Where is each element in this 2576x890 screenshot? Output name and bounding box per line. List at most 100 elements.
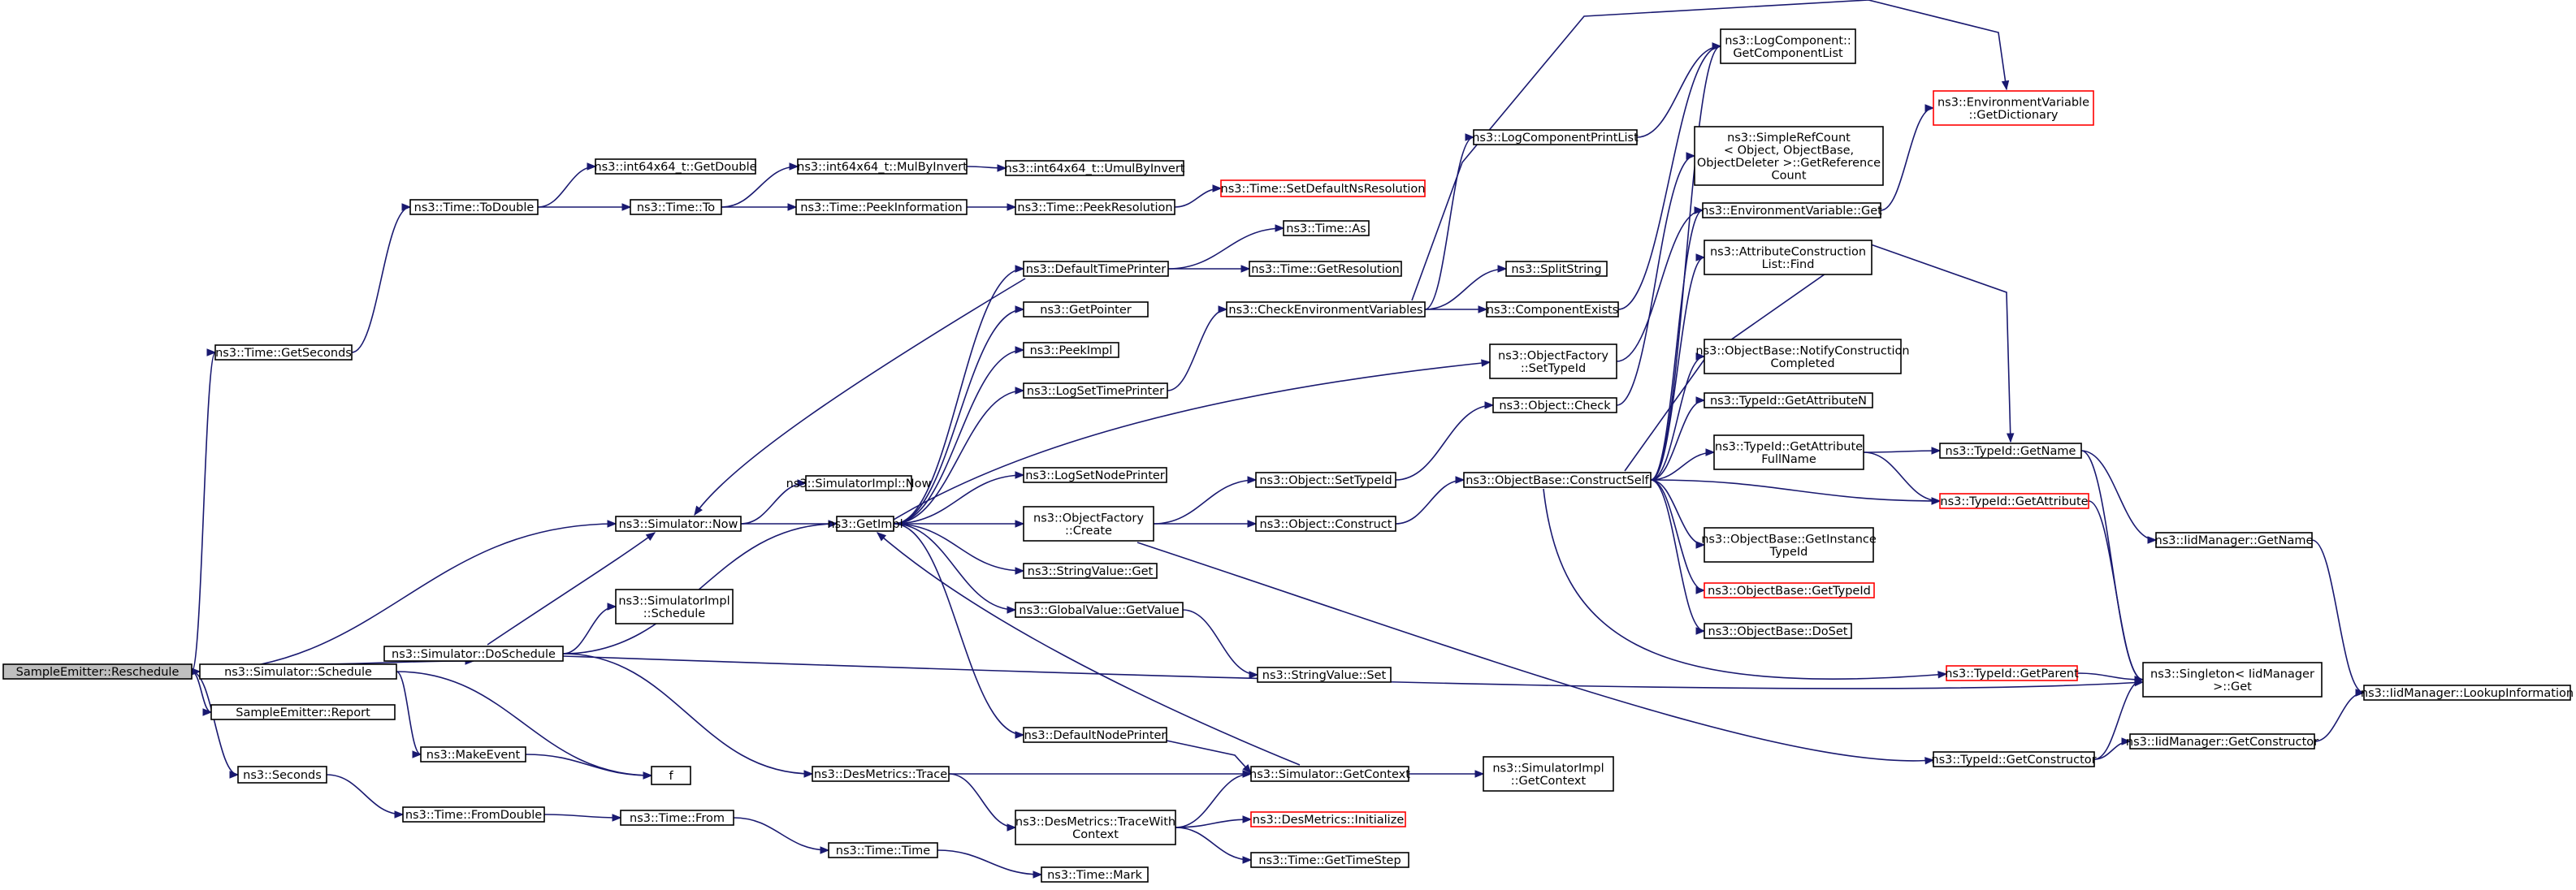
node-label: ns3::DefaultNodePrinter (1024, 729, 1167, 742)
edge-n1-to-n59 (396, 671, 653, 780)
node-box (1694, 126, 1884, 186)
node-ns3-simplerefcount-object-objectbase-objectdeleter-getreference-count[interactable]: ns3::SimpleRefCount< Object, ObjectBase,… (1694, 126, 1884, 186)
node-ns3-time-as[interactable]: ns3::Time::As (1283, 220, 1370, 236)
node-ns3-defaulttimeprinter[interactable]: ns3::DefaultTimePrinter (1023, 261, 1169, 277)
node-label: ns3::LogSetTimePrinter (1027, 385, 1164, 398)
node-ns3-simulator-schedule[interactable]: ns3::Simulator::Schedule (199, 663, 397, 680)
node-ns3-simulatorimpl-now[interactable]: ns3::SimulatorImpl::Now (786, 475, 932, 491)
node-box (237, 766, 327, 784)
node-box (1250, 852, 1409, 868)
node-ns3-makeevent[interactable]: ns3::MakeEvent (420, 746, 526, 763)
node-ns3-environmentvariable-get[interactable]: ns3::EnvironmentVariable::Get (1701, 202, 1882, 218)
node-ns3-logcomponent-getcomponentlist[interactable]: ns3::LogComponent::GetComponentList (1720, 28, 1856, 64)
node-ns3-simulatorimpl-getcontext[interactable]: ns3::SimulatorImpl::GetContext (1483, 756, 1614, 792)
node-ns3-simulatorimpl-schedule[interactable]: ns3::SimulatorImpl::Schedule (615, 589, 734, 624)
node-ns3-objectfactory-create[interactable]: ns3::ObjectFactory::Create (1023, 506, 1154, 542)
node-ns3-objectbase-notifyconstruction-completed[interactable]: ns3::ObjectBase::NotifyConstructionCompl… (1695, 339, 1910, 374)
node-label: Count (1771, 169, 1806, 182)
node-ns3-typeid-getconstructor[interactable]: ns3::TypeId::GetConstructor (1931, 751, 2097, 767)
node-ns3-stringvalue-get[interactable]: ns3::StringValue::Get (1023, 563, 1158, 579)
node-label: ns3::LogComponentPrintList (1472, 132, 1639, 145)
node-ns3-time-getresolution[interactable]: ns3::Time::GetResolution (1249, 261, 1402, 277)
node-ns3-desmetrics-trace[interactable]: ns3::DesMetrics::Trace (812, 766, 950, 782)
node-ns3-int64x64-t-mulbyinvert[interactable]: ns3::int64x64_t::MulByInvert (797, 158, 968, 175)
node-f[interactable]: f (651, 766, 691, 785)
node-ns3-time-to[interactable]: ns3::Time::To (630, 199, 722, 215)
node-ns3-objectbase-gettypeid[interactable]: ns3::ObjectBase::GetTypeId (1704, 582, 1875, 598)
node-ns3-objectfactory-settypeid[interactable]: ns3::ObjectFactory::SetTypeId (1489, 343, 1617, 379)
node-ns3-time-peekresolution[interactable]: ns3::Time::PeekResolution (1015, 199, 1175, 215)
node-ns3-time-todouble[interactable]: ns3::Time::ToDouble (409, 199, 539, 215)
node-ns3-objectbase-constructself[interactable]: ns3::ObjectBase::ConstructSelf (1463, 472, 1652, 488)
edge-n8-to-n9 (721, 162, 799, 208)
node-ns3-seconds[interactable]: ns3::Seconds (237, 766, 327, 784)
node-box (1489, 343, 1617, 379)
node-ns3-time-peekinformation[interactable]: ns3::Time::PeekInformation (795, 199, 968, 215)
node-ns3-simulator-doschedule[interactable]: ns3::Simulator::DoSchedule (383, 646, 564, 662)
node-ns3-int64x64-t-umulbyinvert[interactable]: ns3::int64x64_t::UmulByInvert (1005, 160, 1185, 176)
node-ns3-time-from[interactable]: ns3::Time::From (620, 810, 734, 826)
node-ns3-iidmanager-getname[interactable]: ns3::IidManager::GetName (2155, 532, 2314, 548)
node-ns3-simulator-getcontext[interactable]: ns3::Simulator::GetContext (1249, 766, 1410, 782)
edge-n65-to-n66 (1175, 815, 1253, 828)
node-label: ns3::Time::GetResolution (1251, 263, 1400, 276)
node-ns3-componentexists[interactable]: ns3::ComponentExists (1486, 301, 1619, 318)
node-ns3-stringvalue-set[interactable]: ns3::StringValue::Set (1257, 667, 1392, 683)
node-ns3-checkenvironmentvariables[interactable]: ns3::CheckEnvironmentVariables (1226, 301, 1426, 318)
node-sampleemitter-report[interactable]: SampleEmitter::Report (210, 704, 396, 720)
edge-n5-to-n14 (740, 479, 807, 525)
node-ns3-globalvalue-getvalue[interactable]: ns3::GlobalValue::GetValue (1015, 602, 1184, 618)
edge-n41-to-n42 (1154, 520, 1258, 528)
node-label: ns3::Time::GetTimeStep (1258, 854, 1401, 867)
node-ns3-getimpl[interactable]: ns3::GetImpl (827, 516, 903, 532)
node-ns3-typeid-getparent[interactable]: ns3::TypeId::GetParent (1945, 665, 2079, 681)
node-ns3-time-gettimestep[interactable]: ns3::Time::GetTimeStep (1250, 852, 1409, 868)
node-ns3-logsetnodeprinter[interactable]: ns3::LogSetNodePrinter (1023, 467, 1167, 483)
node-ns3-time-mark[interactable]: ns3::Time::Mark (1041, 866, 1149, 883)
node-ns3-int64x64-t-getdouble[interactable]: ns3::int64x64_t::GetDouble (594, 158, 757, 175)
node-ns3-objectbase-doset[interactable]: ns3::ObjectBase::DoSet (1704, 623, 1852, 639)
node-label: ns3::ComponentExists (1487, 304, 1619, 317)
node-ns3-object-check[interactable]: ns3::Object::Check (1492, 397, 1617, 413)
node-ns3-typeid-getattributen[interactable]: ns3::TypeId::GetAttributeN (1704, 392, 1873, 408)
node-ns3-singleton-iidmanager-get[interactable]: ns3::Singleton< IidManager>::Get (2142, 662, 2323, 698)
node-box (2, 663, 193, 680)
edge-n39-to-n49 (1650, 479, 1706, 635)
node-box (630, 199, 722, 215)
node-ns3-environmentvariable-getdictionary[interactable]: ns3::EnvironmentVariable::GetDictionary (1933, 90, 2094, 126)
node-label: ::SetTypeId (1521, 362, 1586, 375)
node-ns3-getpointer[interactable]: ns3::GetPointer (1023, 301, 1149, 318)
node-ns3-logcomponentprintlist[interactable]: ns3::LogComponentPrintList (1472, 129, 1639, 145)
node-ns3-defaultnodeprinter[interactable]: ns3::DefaultNodePrinter (1023, 727, 1167, 743)
node-ns3-splitstring[interactable]: ns3::SplitString (1505, 261, 1608, 277)
node-ns3-iidmanager-getconstructor[interactable]: ns3::IidManager::GetConstructor (2126, 733, 2318, 750)
node-box (1023, 727, 1167, 743)
node-ns3-desmetrics-initialize[interactable]: ns3::DesMetrics::Initialize (1250, 811, 1406, 827)
node-box (1702, 202, 1881, 218)
node-label: ns3::Time::As (1286, 222, 1366, 235)
node-ns3-object-construct[interactable]: ns3::Object::Construct (1255, 516, 1396, 532)
node-label: ns3::int64x64_t::UmulByInvert (1005, 162, 1185, 175)
node-label: ns3::DefaultTimePrinter (1026, 263, 1166, 276)
node-ns3-iidmanager-lookupinformation[interactable]: ns3::IidManager::LookupInformation (2361, 685, 2574, 701)
node-ns3-time-getseconds[interactable]: ns3::Time::GetSeconds (214, 344, 353, 361)
node-label: ns3::LogSetNodePrinter (1025, 469, 1165, 482)
node-ns3-object-settypeid[interactable]: ns3::Object::SetTypeId (1255, 472, 1396, 488)
node-ns3-typeid-getattribute[interactable]: ns3::TypeId::GetAttribute (1939, 493, 2089, 509)
edge-n16-to-n18 (1168, 265, 1251, 273)
node-ns3-simulator-now[interactable]: ns3::Simulator::Now (615, 516, 742, 532)
node-ns3-time-fromdouble[interactable]: ns3::Time::FromDouble (402, 806, 545, 823)
node-ns3-time-setdefaultnsresolution[interactable]: ns3::Time::SetDefaultNsResolution (1220, 179, 1426, 197)
node-label: ns3::SimulatorImpl::Now (786, 477, 932, 490)
node-ns3-typeid-getname[interactable]: ns3::TypeId::GetName (1939, 443, 2082, 459)
node-box (828, 842, 938, 858)
node-ns3-peekimpl[interactable]: ns3::PeekImpl (1023, 342, 1119, 358)
node-label: f (669, 770, 673, 783)
node-ns3-logsettimeprinter[interactable]: ns3::LogSetTimePrinter (1023, 382, 1168, 399)
node-label: ns3::EnvironmentVariable (1937, 96, 2089, 109)
node-ns3-time-time[interactable]: ns3::Time::Time (828, 842, 938, 858)
